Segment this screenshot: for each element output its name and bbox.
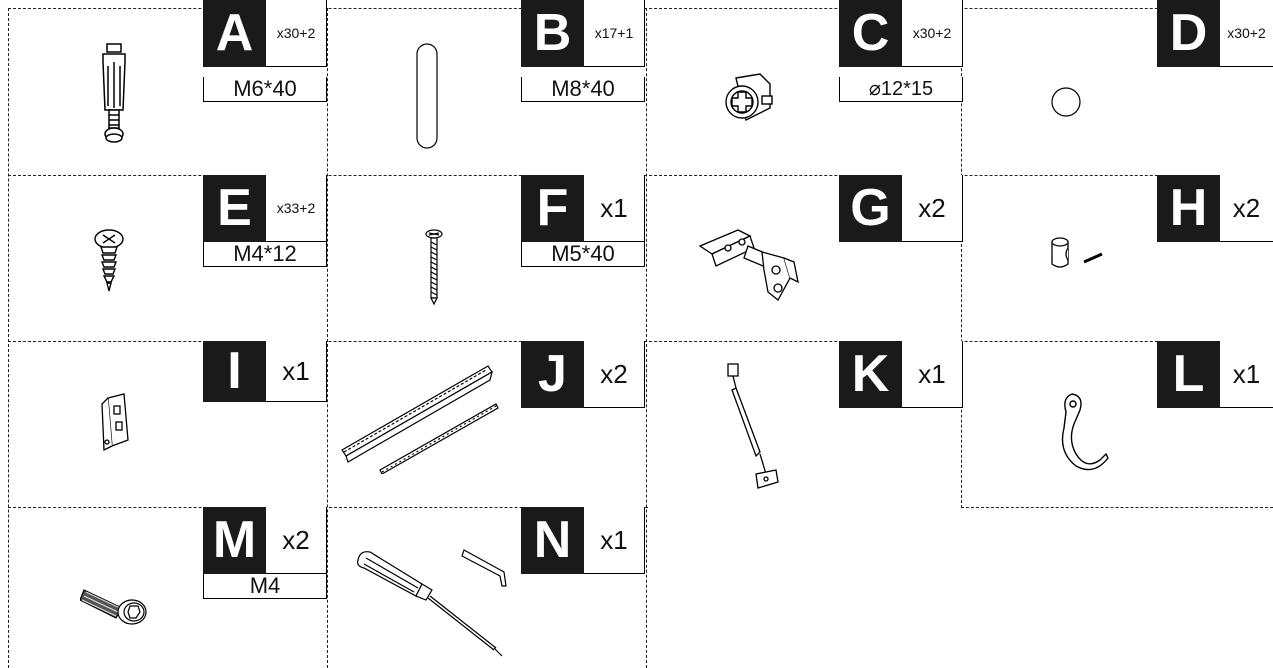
hook-icon: [1054, 390, 1112, 476]
part-label-l: L x1: [1157, 341, 1273, 408]
part-quantity: x33+2: [266, 175, 327, 242]
part-label-d: D x30+2: [1157, 0, 1273, 67]
part-label-n: N x1: [521, 507, 645, 574]
part-size: M4: [203, 574, 327, 599]
part-label-e: E x33+2: [203, 175, 327, 242]
part-quantity: x2: [902, 175, 963, 242]
part-label-k: K x1: [839, 341, 963, 408]
grid-line: [327, 8, 328, 668]
cam-lock-icon: [722, 70, 776, 126]
part-letter: H: [1157, 175, 1220, 242]
wood-screw-icon: [92, 225, 126, 295]
lid-stay-icon: [720, 360, 782, 494]
hex-bolt-icon: [80, 578, 154, 626]
part-letter: A: [203, 0, 266, 67]
part-letter: N: [521, 507, 584, 574]
part-size: M6*40: [203, 77, 327, 102]
knob-icon: [1048, 234, 1110, 278]
part-size: M4*12: [203, 242, 327, 267]
part-quantity: x30+2: [1220, 0, 1273, 67]
part-quantity: x1: [266, 341, 327, 402]
cap-cover-icon: [1048, 84, 1084, 120]
part-letter: B: [521, 0, 584, 67]
part-letter: E: [203, 175, 266, 242]
long-screw-icon: [424, 228, 444, 306]
part-quantity: x1: [1220, 341, 1273, 408]
part-letter: C: [839, 0, 902, 67]
part-quantity: x1: [584, 507, 645, 574]
part-quantity: x1: [902, 341, 963, 408]
part-quantity: x30+2: [902, 0, 963, 67]
screwdriver-allen-key-icon: [356, 544, 516, 662]
wooden-dowel-icon: [412, 40, 442, 152]
part-letter: L: [1157, 341, 1220, 408]
grid-line: [8, 8, 9, 668]
part-quantity: x17+1: [584, 0, 645, 67]
part-quantity: x1: [584, 175, 645, 242]
grid-line: [961, 507, 1273, 508]
part-quantity: x30+2: [266, 0, 327, 67]
part-letter: K: [839, 341, 902, 408]
part-quantity: x2: [584, 341, 645, 408]
bracket-icon: [96, 392, 136, 454]
part-size: ⌀12*15: [839, 77, 963, 102]
part-label-j: J x2: [521, 341, 645, 408]
part-label-a: A x30+2: [203, 0, 327, 67]
part-letter: D: [1157, 0, 1220, 67]
part-label-c: C x30+2: [839, 0, 963, 67]
part-label-f: F x1: [521, 175, 645, 242]
part-letter: J: [521, 341, 584, 408]
part-letter: G: [839, 175, 902, 242]
drawer-slide-icon: [340, 362, 500, 474]
part-label-m: M x2: [203, 507, 327, 574]
cam-dowel-bolt-icon: [95, 40, 135, 150]
part-label-g: G x2: [839, 175, 963, 242]
part-label-b: B x17+1: [521, 0, 645, 67]
part-size: M5*40: [521, 242, 645, 267]
hinge-icon: [698, 222, 802, 310]
part-quantity: x2: [1220, 175, 1273, 242]
part-letter: I: [203, 341, 266, 402]
grid-line: [646, 8, 647, 668]
part-letter: F: [521, 175, 584, 242]
part-label-i: I x1: [203, 341, 327, 402]
part-label-h: H x2: [1157, 175, 1273, 242]
part-size: M8*40: [521, 77, 645, 102]
part-letter: M: [203, 507, 266, 574]
part-quantity: x2: [266, 507, 327, 574]
